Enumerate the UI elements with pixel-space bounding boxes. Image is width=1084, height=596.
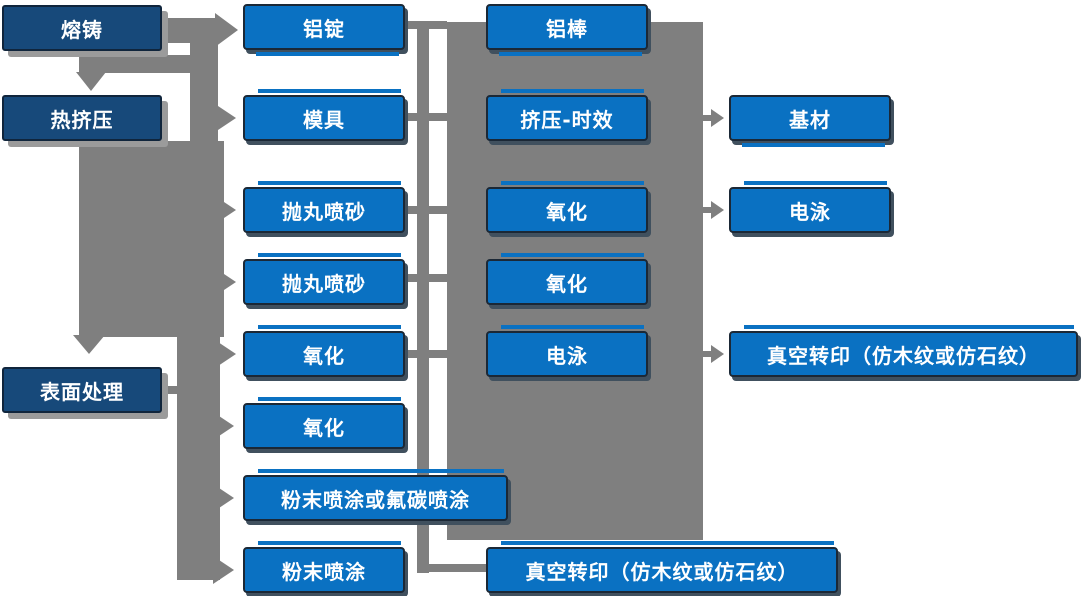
connector-melt-elbow-band — [82, 55, 217, 73]
node-oxidation-c: 氧化 — [486, 181, 648, 233]
arrowhead-to-hot-extrusion — [76, 72, 106, 91]
node-vacuum-transfer-print-b: 真空转印（仿木纹或仿石纹） — [729, 325, 1078, 377]
arrowhead-to-aluminum-ingot — [215, 13, 238, 47]
connector-stub-oxidation-electrophoresis — [405, 350, 447, 358]
arrowhead-to-powder-coating — [213, 556, 234, 584]
arrowhead-to-oxidation-a — [215, 340, 236, 368]
connector-vertical-trunk-upper — [190, 30, 218, 142]
connector-stub-to-substrate — [703, 115, 712, 121]
connector-vertical-trunk-lower — [177, 337, 220, 580]
node-extrusion-aging: 挤压-时效 — [486, 89, 648, 141]
node-electrophoresis-a: 电泳 — [486, 325, 648, 377]
arrowhead-to-powder-or-fluorocarbon — [213, 484, 234, 512]
arrowhead-to-shot-blasting-2 — [215, 268, 236, 296]
node-hot-extrusion: 热挤压 — [2, 95, 162, 141]
connector-stub-to-electrophoresis-b — [703, 207, 712, 213]
node-aluminum-rod: 铝棒 — [486, 4, 648, 56]
node-melting-casting: 熔铸 — [2, 5, 162, 51]
connector-mid-vertical-line — [417, 21, 429, 573]
connector-central-blob — [79, 141, 224, 337]
node-surface-treatment: 表面处理 — [2, 367, 162, 413]
connector-stub-ingot-rod — [405, 21, 447, 29]
node-electrophoresis-b: 电泳 — [729, 181, 891, 233]
arrowhead-to-shot-blasting-1 — [215, 196, 236, 224]
node-oxidation-a: 氧化 — [243, 325, 405, 377]
arrowhead-to-oxidation-b — [213, 412, 234, 440]
node-powder-or-fluorocarbon-coating: 粉末喷涂或氟碳喷涂 — [243, 469, 508, 521]
arrowhead-to-vacuum-transfer-b — [711, 345, 724, 363]
arrowhead-to-electrophoresis-b — [711, 201, 724, 219]
connector-stub-mould-extrusion — [405, 113, 447, 121]
node-mould: 模具 — [243, 89, 405, 141]
node-vacuum-transfer-print-a: 真空转印（仿木纹或仿石纹） — [486, 541, 838, 593]
connector-stub-blasting2-oxidation — [405, 274, 447, 282]
connector-surface-treatment-stub — [162, 386, 195, 394]
connector-stub-to-vacuum-transfer-bottom — [423, 564, 487, 572]
arrowhead-to-substrate — [711, 109, 724, 127]
arrowhead-to-surface-treatment — [73, 335, 105, 354]
connector-stub-to-vacuum-transfer-b — [703, 351, 712, 357]
connector-stub-blasting1-oxidation — [405, 206, 447, 214]
node-oxidation-d: 氧化 — [486, 253, 648, 305]
node-aluminum-ingot: 铝锭 — [243, 4, 405, 56]
node-shot-blasting-2: 抛丸喷砂 — [243, 253, 405, 305]
node-powder-coating: 粉末喷涂 — [243, 541, 405, 593]
node-shot-blasting-1: 抛丸喷砂 — [243, 181, 405, 233]
node-oxidation-b: 氧化 — [243, 397, 405, 449]
arrowhead-to-mould — [215, 104, 236, 132]
node-substrate: 基材 — [729, 95, 891, 147]
